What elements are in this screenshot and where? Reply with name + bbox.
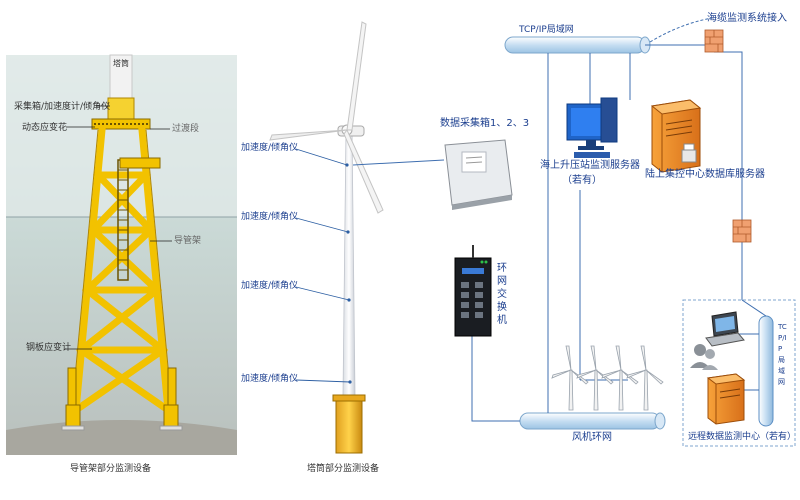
- onshore-db-server: [650, 99, 702, 173]
- collector-box-label: 数据采集箱1、2、3: [440, 118, 530, 129]
- dynamic-strain-label: 动态应变花: [22, 123, 68, 133]
- remote-users-icon: [690, 344, 718, 370]
- firewall-bottom: [732, 219, 752, 243]
- remote-laptop: [705, 311, 745, 347]
- guide-frame-label: 导管架: [174, 236, 202, 246]
- remote-lan-label: TCP/IP局域网: [778, 323, 787, 386]
- onshore-server-label: 陆上集控中心数据库服务器: [645, 169, 765, 180]
- offshore-server-label: 海上升压站监测服务器: [540, 160, 640, 171]
- ring-pipe: [519, 412, 661, 430]
- turbine-group: [551, 345, 664, 411]
- blade-down: [343, 129, 384, 214]
- lan-label: TCP/IP局域网: [519, 25, 574, 35]
- platform-deck: [91, 118, 151, 130]
- remote-center-label: 远程数据监测中心（若有）: [688, 432, 797, 442]
- ring-switch-label: 环网交换机: [497, 263, 507, 326]
- tower-sensor-label-3: 加速度/倾角仪: [241, 281, 299, 291]
- tower-stub-label: 塔筒: [113, 59, 129, 68]
- tower-sensor-label-1: 加速度/倾角仪: [241, 143, 299, 153]
- offshore-server-note: （若有）: [562, 175, 602, 186]
- transition-piece: [107, 97, 135, 121]
- tower-caption: 塔筒部分监测设备: [307, 464, 380, 474]
- seabed: [6, 420, 237, 455]
- jacket-caption: 导管架部分监测设备: [70, 464, 152, 474]
- turbine-4: [626, 345, 664, 411]
- data-collector-box: [444, 139, 513, 210]
- offshore-monitor-pc: [566, 97, 618, 158]
- cable-access-label: 海缆监测系统接入: [707, 13, 787, 24]
- tower-panel: [269, 21, 384, 454]
- ring-switch: [454, 245, 492, 337]
- remote-lan-pipe: [758, 315, 774, 427]
- network-panel: [352, 17, 796, 447]
- steel-strain-label: 钢板应变计: [26, 343, 72, 353]
- blade-up: [346, 21, 367, 131]
- remote-server: [706, 373, 746, 425]
- blade-left: [269, 129, 348, 141]
- tower-sensor-label-4: 加速度/倾角仪: [241, 374, 299, 384]
- tower-body: [342, 129, 356, 396]
- turbine-1: [551, 345, 589, 411]
- lan-pipe: [504, 36, 646, 54]
- jacket-panel: [6, 54, 237, 455]
- tower-foundation: [335, 394, 363, 454]
- collector-accel-label: 采集箱/加速度计/倾角仪: [14, 102, 111, 112]
- boat-landing: [119, 157, 161, 169]
- ring-network-label: 风机环网: [572, 432, 612, 443]
- tower-sensor-label-2: 加速度/倾角仪: [241, 212, 299, 222]
- firewall-top: [704, 29, 724, 53]
- remote-center-frame: [682, 299, 796, 447]
- transition-label: 过渡段: [172, 124, 200, 134]
